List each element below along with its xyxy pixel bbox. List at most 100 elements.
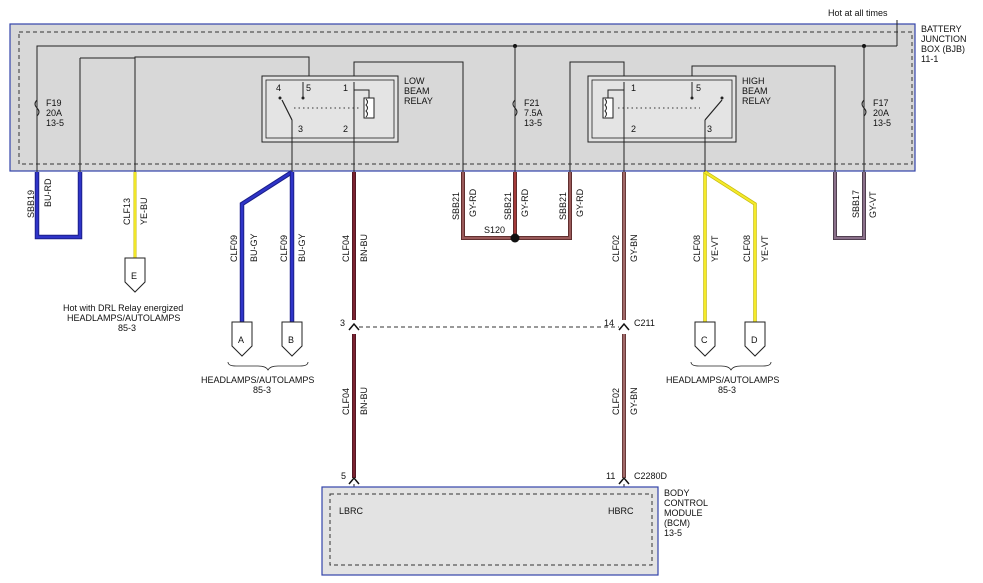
wire-sbb21b-color: GY-RD [520,188,530,217]
ref-cd-note-1: HEADLAMPS/AUTOLAMPS [666,375,779,385]
ref-ab-note-1: HEADLAMPS/AUTOLAMPS [201,375,314,385]
low-relay-switch-arm [281,99,293,121]
low-relay-coil-winding [365,98,368,118]
high-relay-label-2: BEAM [742,86,768,96]
high-relay-label-1: HIGH [742,76,765,86]
low-relay-label-1: LOW [404,76,425,86]
c2280d-pin-11: 11 [606,471,615,481]
ref-ab-brace [227,361,309,371]
wire-clf04b-circuit: CLF04 [341,388,351,415]
wire-clf02a-circuit: CLF02 [611,235,621,262]
bjb-inner-dashed-border [18,31,913,165]
high-relay-pin5-feed [691,65,836,172]
fuse-f17-label-2: 20A [873,108,889,118]
splice-s120-dot [510,233,520,243]
wire-sbb17-core [833,172,866,240]
ref-c-letter: C [701,335,708,345]
fuse-f17-label-3: 13-5 [873,118,891,128]
wire-clf02a-color: GY-BN [629,234,639,262]
wire-sbb21a-core [461,172,515,240]
high-relay-pin-3: 3 [707,124,712,134]
fuse-f19-symbol [34,99,40,117]
fuse-f21-label-1: F21 [524,98,540,108]
c2280d-pin-5-chevron [348,476,360,485]
bcm-label-5: 13-5 [664,528,682,538]
fuse-f17-symbol [861,99,867,117]
wire-sbb21a-circuit: SBB21 [451,192,461,220]
low-relay-pin-1: 1 [343,83,348,93]
ref-e-letter: E [131,271,137,281]
low-relay-coil-leads [354,89,370,98]
wire-clf04b-color: BN-BU [359,387,369,415]
high-relay-contact [720,96,724,100]
drl-note-2: HEADLAMPS/AUTOLAMPS [67,313,180,323]
high-relay-coil [602,97,614,119]
low-relay-coil-feed [353,61,464,172]
hot-at-all-times-label: Hot at all times [828,8,888,18]
ref-c-connector [694,321,716,357]
wire-clf02b-color: GY-BN [629,387,639,415]
c211-pin-14: 14 [604,318,614,328]
drl-note-1: Hot with DRL Relay energized [63,303,183,313]
ref-e-connector [124,257,146,293]
ref-ab-note-2: 85-3 [253,385,271,395]
wire-sbb17-color: GY-VT [868,191,878,218]
bcm-lbrc-label: LBRC [339,506,364,516]
wire-clf08b-color: YE-VT [760,235,770,262]
drl-feed-line [134,56,310,172]
bcm-label-1: BODY [664,488,690,498]
bcm-label-2: CONTROL [664,498,708,508]
high-relay-switch-arm [704,99,723,121]
bcm-box [321,486,659,576]
wire-clf08a-circuit: CLF08 [692,235,702,262]
c2280d-pin-5: 5 [341,471,346,481]
wire-sbb17-circuit: SBB17 [851,190,861,218]
bus-top [36,45,897,160]
fuse-f21-label-2: 7.5A [524,108,543,118]
wire-clf13-circuit: CLF13 [122,198,132,225]
ref-d-connector [744,321,766,357]
low-relay-pin-3: 3 [298,124,303,134]
high-beam-relay-inner [591,79,733,139]
low-relay-pin-4: 4 [276,83,281,93]
high-relay-pin-2: 2 [631,124,636,134]
low-relay-pin-2: 2 [343,124,348,134]
fuse-f17-label-1: F17 [873,98,889,108]
wire-clf09b-color: BU-GY [297,233,307,262]
high-relay-label-3: RELAY [742,96,771,106]
low-relay-contact-4 [278,96,282,100]
low-relay-coil [363,97,375,119]
c211-pin-14-chevron [618,322,630,331]
wire-sbb19-core [35,172,82,239]
wire-sbb21c-color: GY-RD [575,188,585,217]
low-relay-pin-5: 5 [306,83,311,93]
low-beam-relay-box [261,75,399,143]
high-relay-coil-leads [607,89,624,98]
wire-sbb19-circuit: SBB19 [26,190,36,218]
ref-b-connector [281,321,303,357]
ref-d-letter: D [751,335,758,345]
low-relay-label-3: RELAY [404,96,433,106]
ref-b-letter: B [288,335,294,345]
bjb-label-3: BOX (BJB) [921,44,965,54]
wire-sbb21a-color: GY-RD [468,188,478,217]
wire-clf04a-color: BN-BU [359,234,369,262]
ref-a-connector [231,321,253,357]
bcm-hbrc-label: HBRC [608,506,634,516]
ref-a-letter: A [238,335,244,345]
ref-cd-brace [690,361,772,371]
bjb-label-2: JUNCTION [921,34,967,44]
bjb-label-1: BATTERY [921,24,962,34]
bcm-inner-dashed-border [329,493,653,566]
fuse-f21-label-3: 13-5 [524,118,542,128]
ref-cd-note-2: 85-3 [718,385,736,395]
wire-sbb21b-circuit: SBB21 [503,192,513,220]
wire-sbb21c-circuit: SBB21 [558,192,568,220]
c2280d-pin-11-chevron [618,476,630,485]
wire-clf13-color: YE-BU [139,197,149,225]
fuse-f21-symbol [512,99,518,117]
high-relay-pin-5: 5 [696,83,701,93]
bcm-label-3: MODULE [664,508,703,518]
c211-pin-3-chevron [348,322,360,331]
